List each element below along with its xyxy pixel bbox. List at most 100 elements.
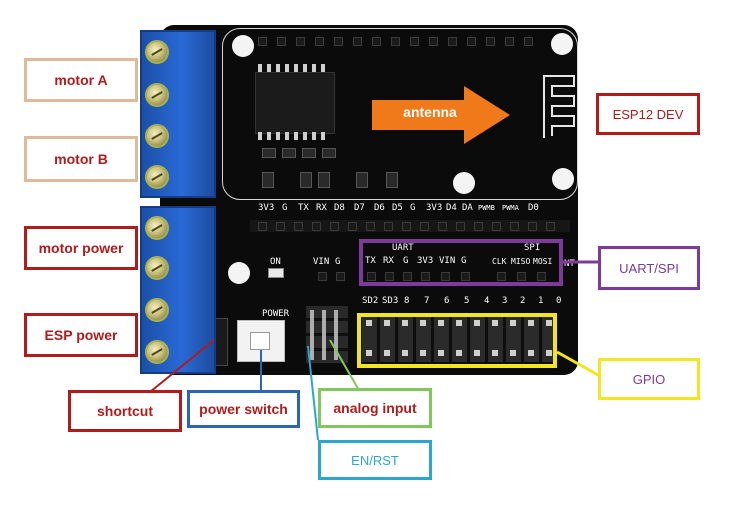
callout-analog-input: analog input [318, 388, 432, 428]
terminal-screw-icon[interactable] [145, 298, 169, 322]
callout-text: GPIO [632, 371, 666, 387]
uart-spi-pins [365, 272, 561, 282]
pin-label: G [282, 203, 288, 213]
callout-motor-power: motor power [24, 226, 138, 270]
smd-component [386, 172, 398, 188]
pin-label: D0 [528, 203, 539, 213]
uart-pin-label: G [403, 256, 409, 266]
spi-header-label: SPI [524, 243, 541, 253]
top-header-pins [258, 37, 548, 47]
gnd-pin [336, 272, 345, 281]
uart-pin-label: VIN [439, 256, 456, 266]
smd-component [262, 148, 276, 158]
terminal-screw-icon[interactable] [145, 83, 169, 107]
mounting-hole [453, 172, 475, 194]
callout-motor-b: motor B [24, 136, 138, 182]
terminal-screw-icon[interactable] [145, 165, 169, 189]
uart-pin-label: RX [383, 256, 394, 266]
motor-driver-ic [255, 72, 335, 134]
smd-component [302, 148, 316, 158]
gpio-pin-row [366, 320, 552, 326]
gpio-label: 7 [424, 296, 430, 306]
callout-text: ESP power [44, 327, 118, 343]
ic-pins-top [258, 64, 330, 72]
smd-component [356, 172, 368, 188]
callout-text: power switch [199, 401, 288, 417]
analog-pins [310, 310, 344, 360]
smd-component [322, 148, 336, 158]
callout-text: shortcut [97, 403, 153, 419]
pin-label: D8 [334, 203, 345, 213]
terminal-screw-icon[interactable] [145, 216, 169, 240]
top-pin-labels: 3V3 G TX RX D8 D7 D6 D5 G 3V3 D4 DA PWMB… [258, 204, 558, 216]
callout-power-switch: power switch [187, 390, 300, 428]
callout-en-rst: EN/RST [318, 440, 432, 480]
gpio-pin-row [366, 350, 552, 356]
callout-uart-spi: UART/SPI [598, 246, 700, 290]
gpio-label: 6 [444, 296, 450, 306]
callout-text: motor power [38, 240, 124, 256]
gpio-number-labels: SD2 SD3 8 7 6 5 4 3 2 1 0 [362, 297, 582, 307]
terminal-screw-icon[interactable] [145, 340, 169, 364]
gpio-label: 2 [520, 296, 526, 306]
pin-label: G [410, 203, 416, 213]
uart-header-label: UART [392, 243, 414, 253]
callout-esp12-dev: ESP12 DEV [596, 93, 700, 135]
spi-pin-label: MISO [511, 257, 531, 266]
callout-text: EN/RST [351, 452, 399, 468]
gpio-label: 0 [556, 296, 562, 306]
mounting-hole [228, 262, 250, 284]
nt-label: NT [564, 259, 575, 269]
callout-motor-a: motor A [24, 58, 138, 102]
spi-pin-label: CLK [492, 257, 507, 266]
pin-label: PWMA [502, 204, 519, 212]
pin-label: D7 [354, 203, 365, 213]
pin-label: 3V3 [426, 203, 443, 213]
gpio-highlight [357, 313, 557, 368]
callout-esp-power: ESP power [24, 313, 138, 357]
pin-label: DA [462, 203, 473, 213]
uart-pin-label: 3V3 [417, 256, 434, 266]
pin-label: 3V3 [258, 203, 275, 213]
callout-text: motor B [54, 151, 108, 167]
antenna-trace-icon [543, 75, 575, 138]
gpio-label: SD2 [362, 296, 379, 306]
terminal-screw-icon[interactable] [145, 256, 169, 280]
pin-label: RX [316, 203, 327, 213]
callout-text: analog input [333, 400, 417, 416]
power-switch-knob[interactable] [250, 332, 270, 350]
g-label: G [335, 257, 341, 267]
pin-label: D5 [392, 203, 403, 213]
pin-label: PWMB [478, 204, 495, 212]
antenna-label: antenna [403, 104, 457, 120]
uart-pin-labels: TX RX G 3V3 VIN G CLK MISO MOSI [365, 257, 565, 267]
pin-label: D6 [374, 203, 385, 213]
vin-label: VIN [313, 257, 330, 267]
uart-spi-highlight [359, 239, 563, 286]
callout-gpio: GPIO [598, 358, 700, 400]
uart-pin-label: TX [365, 256, 376, 266]
gpio-label: 8 [404, 296, 410, 306]
vin-pin [318, 272, 327, 281]
on-label: ON [270, 257, 281, 267]
terminal-screw-icon[interactable] [145, 40, 169, 64]
smd-component [282, 148, 296, 158]
spi-pin-label: MOSI [533, 257, 553, 266]
power-label: POWER [262, 309, 290, 319]
pin-label: D4 [446, 203, 457, 213]
mid-header-pins [250, 220, 570, 232]
antenna-arrow [372, 86, 510, 144]
terminal-screw-icon[interactable] [145, 124, 169, 148]
callout-text: ESP12 DEV [612, 106, 684, 122]
callout-text: UART/SPI [619, 260, 679, 276]
gpio-label: 1 [538, 296, 544, 306]
callout-text: motor A [54, 72, 108, 88]
uart-pin-label: G [461, 256, 467, 266]
gpio-label: 4 [484, 296, 490, 306]
esp12-outline [222, 28, 578, 200]
smd-component [318, 172, 330, 188]
callout-shortcut: shortcut [68, 390, 182, 432]
smd-component [262, 172, 274, 188]
